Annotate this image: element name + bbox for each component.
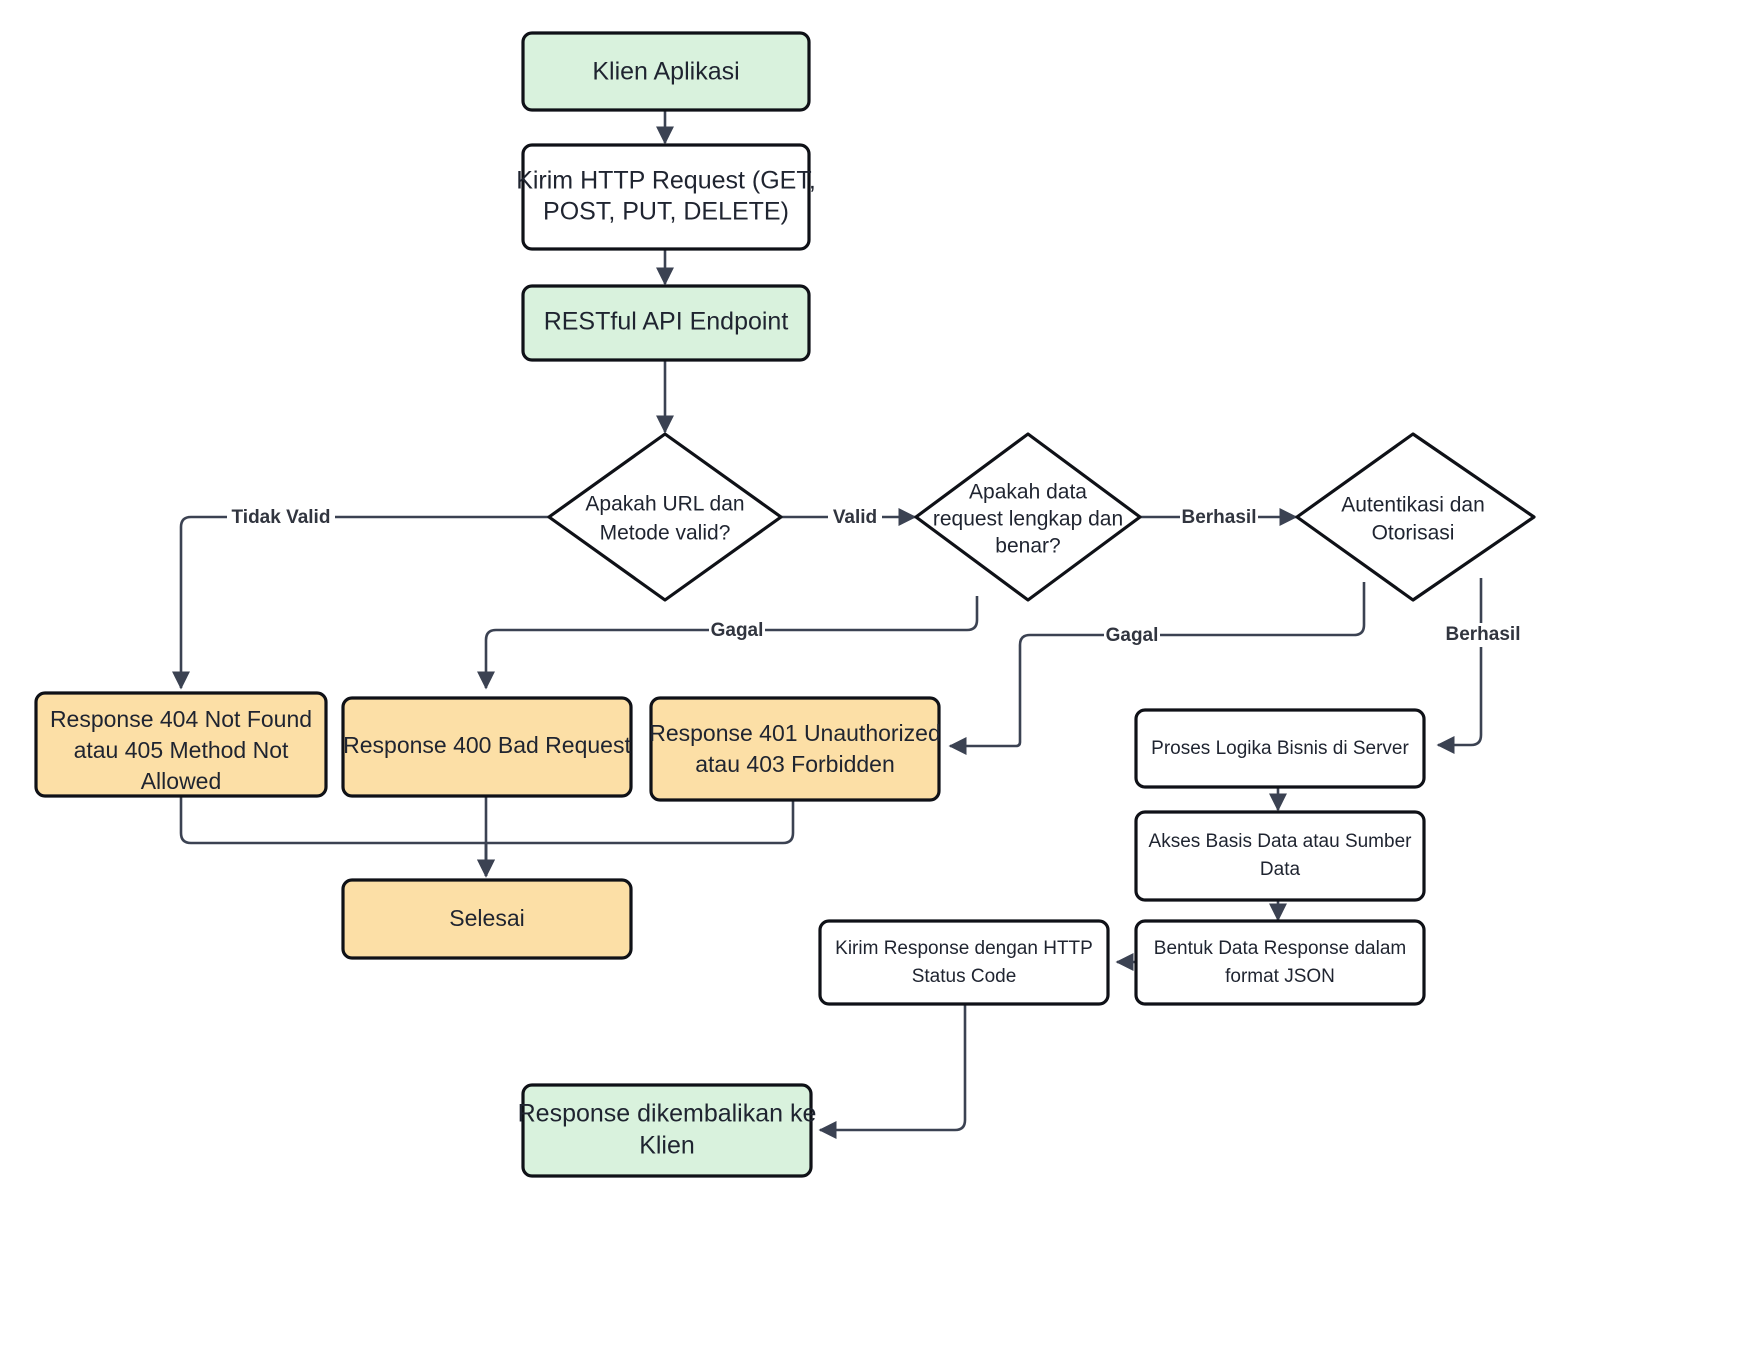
node-restful-api-endpoint[interactable]: RESTful API Endpoint — [521, 284, 811, 362]
node-decision-data-request-shape[interactable] — [914, 432, 1142, 602]
edge-label-berhasil-data: Berhasil — [1182, 507, 1257, 528]
edge-label-bg-gagal-auth — [1104, 624, 1160, 648]
node-decision-autentikasi-otorisasi[interactable]: Autentikasi dan Otorisasi — [1295, 432, 1536, 602]
edge-labels-layer: Tidak Valid Valid Gagal Berhasil Gagal B… — [227, 505, 1522, 648]
edge-auth-to-proses-logika — [1436, 578, 1483, 755]
node-decision-autentikasi-otorisasi-shape[interactable] — [1295, 432, 1536, 602]
edge-label-bg-berhasil-auth — [1444, 623, 1522, 647]
node-response-404[interactable]: Response 404 Not Found atau 405 Method N… — [34, 691, 328, 798]
node-akses-basis-data-shape[interactable] — [1134, 810, 1426, 902]
edge-cek-url-to-resp-404 — [171, 515, 549, 690]
node-response-400[interactable]: Response 400 Bad Request — [341, 696, 633, 798]
node-proses-logika-bisnis[interactable]: Proses Logika Bisnis di Server — [1134, 708, 1426, 789]
edge-auth-to-resp-401 — [948, 582, 1366, 756]
node-selesai-shape[interactable] — [341, 878, 633, 960]
edge-kirim-response-to-response-klien — [818, 1002, 967, 1140]
edge-label-gagal-data: Gagal — [711, 620, 764, 641]
node-response-dikembalikan-shape[interactable] — [521, 1083, 813, 1178]
edge-resp-401-to-selesai — [476, 800, 795, 878]
edge-label-valid: Valid — [833, 507, 877, 528]
node-akses-basis-data[interactable]: Akses Basis Data atau Sumber Data — [1134, 810, 1426, 902]
node-klien-aplikasi-shape[interactable] — [521, 31, 811, 112]
edge-label-berhasil-auth: Berhasil — [1446, 624, 1521, 645]
node-kirim-http-request-shape[interactable] — [521, 143, 811, 251]
node-response-401[interactable]: Response 401 Unauthorized atau 403 Forbi… — [649, 696, 941, 802]
node-decision-data-request[interactable]: Apakah data request lengkap dan benar? — [914, 432, 1142, 602]
edge-label-bg-berhasil-data — [1180, 505, 1258, 529]
node-response-400-shape[interactable] — [341, 696, 633, 798]
edge-label-tidak-valid: Tidak Valid — [232, 507, 331, 528]
edge-label-bg-gagal-data — [709, 619, 765, 643]
node-proses-logika-bisnis-shape[interactable] — [1134, 708, 1426, 789]
node-kirim-response-status[interactable]: Kirim Response dengan HTTP Status Code — [818, 919, 1110, 1006]
node-response-401-shape[interactable] — [649, 696, 941, 802]
node-klien-aplikasi[interactable]: Klien Aplikasi — [521, 31, 811, 112]
edge-label-bg-valid — [828, 505, 882, 529]
node-restful-api-endpoint-shape[interactable] — [521, 284, 811, 362]
node-kirim-http-request[interactable]: Kirim HTTP Request (GET, POST, PUT, DELE… — [516, 143, 816, 251]
node-bentuk-data-response-shape[interactable] — [1134, 919, 1426, 1006]
edge-label-gagal-auth: Gagal — [1106, 625, 1159, 646]
node-kirim-response-status-shape[interactable] — [818, 919, 1110, 1006]
node-selesai[interactable]: Selesai — [341, 878, 633, 960]
node-decision-url-metode-shape[interactable] — [547, 432, 783, 602]
node-response-dikembalikan[interactable]: Response dikembalikan ke Klien — [518, 1083, 817, 1178]
edge-resp-404-to-selesai — [179, 796, 496, 878]
edge-label-bg-tidak-valid — [227, 505, 335, 529]
node-decision-url-metode[interactable]: Apakah URL dan Metode valid? — [547, 432, 783, 602]
node-response-404-shape[interactable] — [34, 691, 328, 798]
node-bentuk-data-response[interactable]: Bentuk Data Response dalam format JSON — [1134, 919, 1426, 1006]
